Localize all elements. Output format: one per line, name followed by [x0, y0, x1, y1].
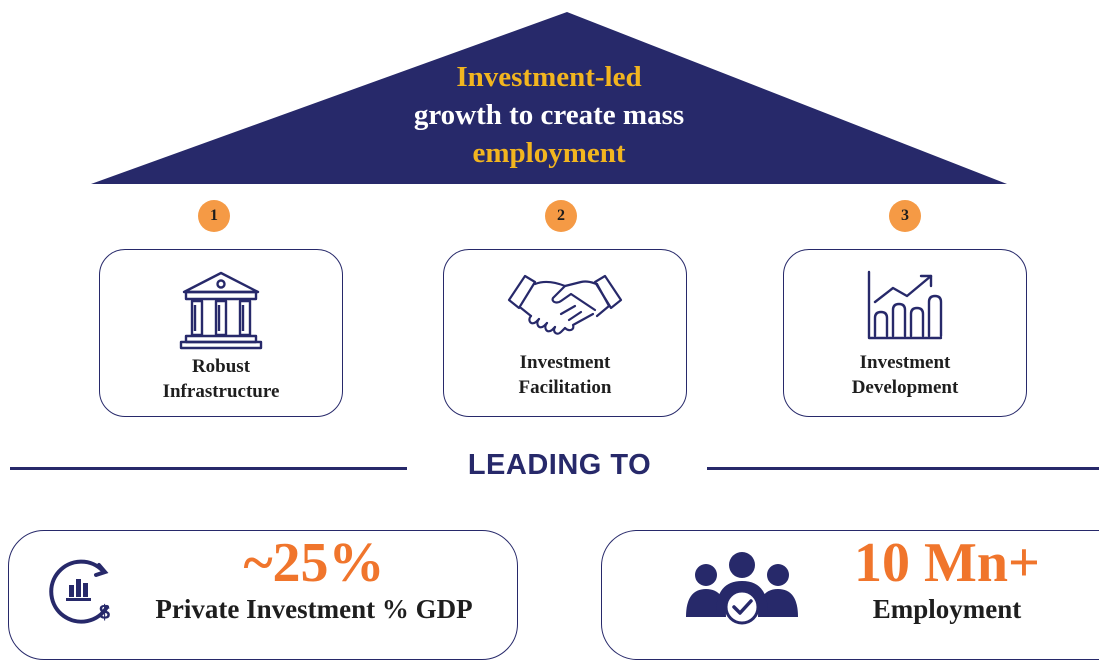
leading-to-heading: LEADING TO: [467, 449, 652, 481]
outcome-1-label: Private Investment % GDP: [155, 594, 473, 624]
pillar-investment-development: Investment Development: [783, 249, 1027, 417]
team-check-icon: [686, 552, 798, 625]
pillar-2-number-badge: 2: [545, 200, 577, 232]
svg-text:$: $: [99, 602, 110, 624]
pillar-1-label-line1: Robust: [191, 356, 251, 377]
investment-chart-dollar-icon: $: [49, 559, 110, 624]
outcome-employment: 10 Mn+ Employment: [601, 530, 1099, 660]
divider-right: [707, 467, 1099, 470]
divider-left: [10, 467, 407, 470]
outcome-private-investment: $ ~25% Private Investment % GDP: [8, 530, 518, 660]
outcome-1-value: ~25%: [243, 532, 385, 594]
pillar-1-number-badge: 1: [198, 200, 230, 232]
outcome-2-value: 10 Mn+: [854, 532, 1040, 594]
pillar-3-number-badge: 3: [889, 200, 921, 232]
roof-triangle: [91, 12, 1007, 184]
roof-title-line3: employment: [472, 137, 626, 169]
pillar-3-label-line2: Development: [851, 377, 959, 398]
pillar-investment-facilitation: Investment Facilitation: [443, 249, 687, 417]
pillar-1-label-line2: Infrastructure: [162, 381, 280, 402]
roof-title-line2: growth to create mass: [413, 99, 685, 131]
pillar-2-label: Investment Facilitation: [444, 350, 686, 400]
outcome-2-label: Employment: [872, 594, 1022, 624]
pillar-3-label: Investment Development: [784, 350, 1026, 400]
pillar-2-label-line2: Facilitation: [518, 377, 612, 398]
pillar-2-label-line1: Investment: [519, 352, 611, 373]
handshake-icon: [507, 274, 623, 335]
pillar-3-label-line1: Investment: [859, 352, 951, 373]
roof-title-line1: Investment-led: [456, 61, 642, 93]
growth-chart-icon: [867, 270, 943, 340]
pillar-1-label: Robust Infrastructure: [100, 354, 342, 404]
roof-title: Investment-led growth to create mass emp…: [339, 58, 759, 172]
pillar-robust-infrastructure: Robust Infrastructure: [99, 249, 343, 417]
bank-building-icon: [179, 271, 263, 350]
